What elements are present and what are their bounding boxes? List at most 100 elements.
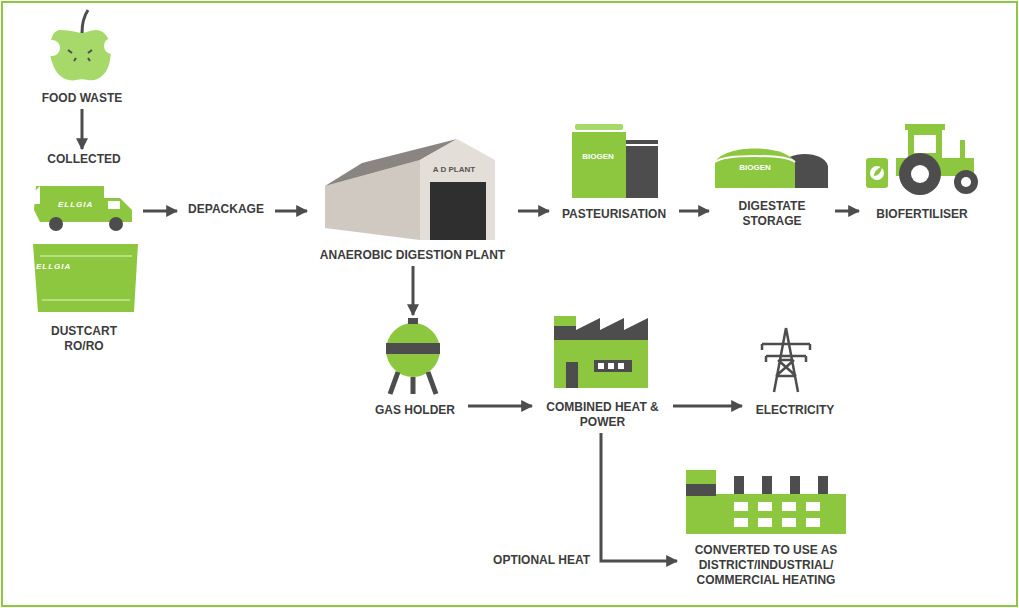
flow-arrow (468, 405, 532, 408)
icon-text: BIOGEN (573, 152, 623, 162)
edge-label: OPTIONAL HEAT (491, 553, 592, 568)
gas-holder-icon-part (390, 372, 436, 394)
flow-arrow (835, 210, 859, 213)
digestate-storage-node: BIOGENDIGESTATE STORAGE (712, 145, 832, 229)
chp-factory-icon-part (554, 340, 648, 388)
food-waste-node: FOOD WASTE (22, 4, 142, 106)
heating-building-icon-part (686, 484, 716, 534)
tractor-icon-part (960, 140, 965, 158)
ad-plant-building (325, 139, 495, 240)
biofertiliser-node: BIOFERTILISER (862, 120, 982, 222)
gas-holder-node: GAS HOLDER (365, 318, 465, 418)
heating-building-icon-part (734, 502, 820, 527)
digestate-storage-icon-part (715, 156, 795, 162)
apple-icon (44, 10, 120, 80)
heating-building-icon-part-part (806, 502, 820, 511)
chp-factory-icon-part (594, 360, 632, 372)
heating-node: CONVERTED TO USE AS DISTRICT/INDUSTRIAL/… (680, 466, 852, 588)
tractor-icon-part (905, 124, 945, 130)
chp-factory-icon-part (618, 363, 624, 369)
dustcart-icon-part (34, 186, 104, 222)
step-label: COLLECTED (28, 152, 140, 167)
dustcart-icon-part (109, 217, 123, 231)
biogen-tank-icon-part (572, 132, 626, 198)
flow-arrow (412, 266, 415, 315)
heating-building-icon-part-part (734, 518, 748, 527)
gas-holder-icon-part (386, 343, 440, 354)
heating-building-icon-part (686, 470, 716, 484)
tractor-icon-part (914, 135, 936, 153)
flow-arrow (81, 109, 84, 149)
flow-arrow (679, 210, 709, 213)
biogen-tank-icon-part (626, 140, 658, 144)
heating-building-icon-part-part (734, 502, 748, 511)
heating-building-icon-part-part (782, 502, 796, 511)
heating-building-icon (686, 470, 846, 534)
electricity-node: ELECTRICITY (745, 325, 845, 418)
digestate-storage-icon-part (715, 149, 795, 189)
step-label: ANAEROBIC DIGESTION PLANT (310, 248, 515, 263)
heating-building-icon-part-part (758, 518, 772, 527)
pylon-icon-part (774, 328, 798, 392)
pasteurisation-node: BIOGEN PASTEURISATION (552, 122, 676, 222)
tractor-icon-part (870, 166, 884, 180)
step-label: DEPACKAGE (180, 202, 272, 217)
dustcart-icon-part (108, 201, 120, 209)
depackage-node: DEPACKAGE (180, 202, 272, 222)
apple-icon-part (50, 30, 111, 80)
heating-building-icon-part (686, 496, 716, 534)
flow-arrow (601, 433, 677, 561)
step-label: FOOD WASTE (22, 91, 142, 106)
tractor-icon-part (954, 170, 978, 194)
heating-building-icon-part (762, 476, 772, 496)
step-label: BIOFERTILISER (862, 207, 982, 222)
chp-factory-icon (554, 316, 648, 388)
gas-holder-icon-part (386, 323, 440, 377)
chp-factory-icon-part (566, 362, 578, 388)
gas-holder-icon (386, 318, 440, 394)
apple-icon-part (68, 50, 92, 61)
step-label: COMBINED HEAT & POWER (543, 400, 663, 430)
heating-building-icon-part (734, 476, 744, 496)
step-label: ELECTRICITY (745, 403, 845, 418)
chp-node: COMBINED HEAT & POWER (535, 312, 670, 430)
apple-icon-part (104, 38, 120, 54)
step-label: GAS HOLDER (365, 403, 465, 418)
roro-skip-icon-part (33, 244, 138, 312)
pylon-icon-part (762, 344, 810, 362)
heating-building-icon-part (818, 476, 828, 496)
step-label: PASTEURISATION (552, 207, 676, 222)
apple-icon-part (82, 10, 88, 33)
flow-arrow (518, 210, 549, 213)
ad-plant-node: A D PLANT ANAEROBIC DIGESTION PLANT (310, 135, 515, 263)
biogen-tank-icon-part (575, 124, 623, 130)
chp-factory-icon-part (598, 363, 604, 369)
ad-plant-building-part (420, 139, 495, 240)
pylon-icon (762, 328, 810, 392)
dustcart-icon-part (49, 217, 63, 231)
biogen-tank-icon-part (626, 146, 658, 198)
apple-icon-part (44, 40, 60, 56)
dustcart-icon-part (34, 186, 40, 204)
skip-logo: ELLGIA (36, 262, 71, 272)
icon-text: A D PLANT (423, 165, 485, 175)
heating-building-icon-part-part (782, 518, 796, 527)
heating-building-icon-part (790, 476, 800, 496)
heating-building-icon-part (716, 494, 846, 534)
flow-arrow (673, 405, 742, 408)
step-label: DUSTCART RO/RO (44, 324, 124, 354)
step-label: CONVERTED TO USE AS DISTRICT/INDUSTRIAL/… (685, 543, 847, 588)
tractor-icon (866, 124, 978, 195)
flow-arrow (143, 210, 177, 213)
step-label: DIGESTATE STORAGE (727, 199, 817, 229)
tractor-icon-part (866, 158, 888, 188)
heating-building-icon-part-part (806, 518, 820, 527)
tractor-icon-part (961, 177, 971, 187)
flow-arrow (275, 210, 307, 213)
tractor-icon-part (899, 153, 941, 195)
dustcart-icon (34, 186, 132, 231)
tractor-icon-part (874, 166, 882, 176)
